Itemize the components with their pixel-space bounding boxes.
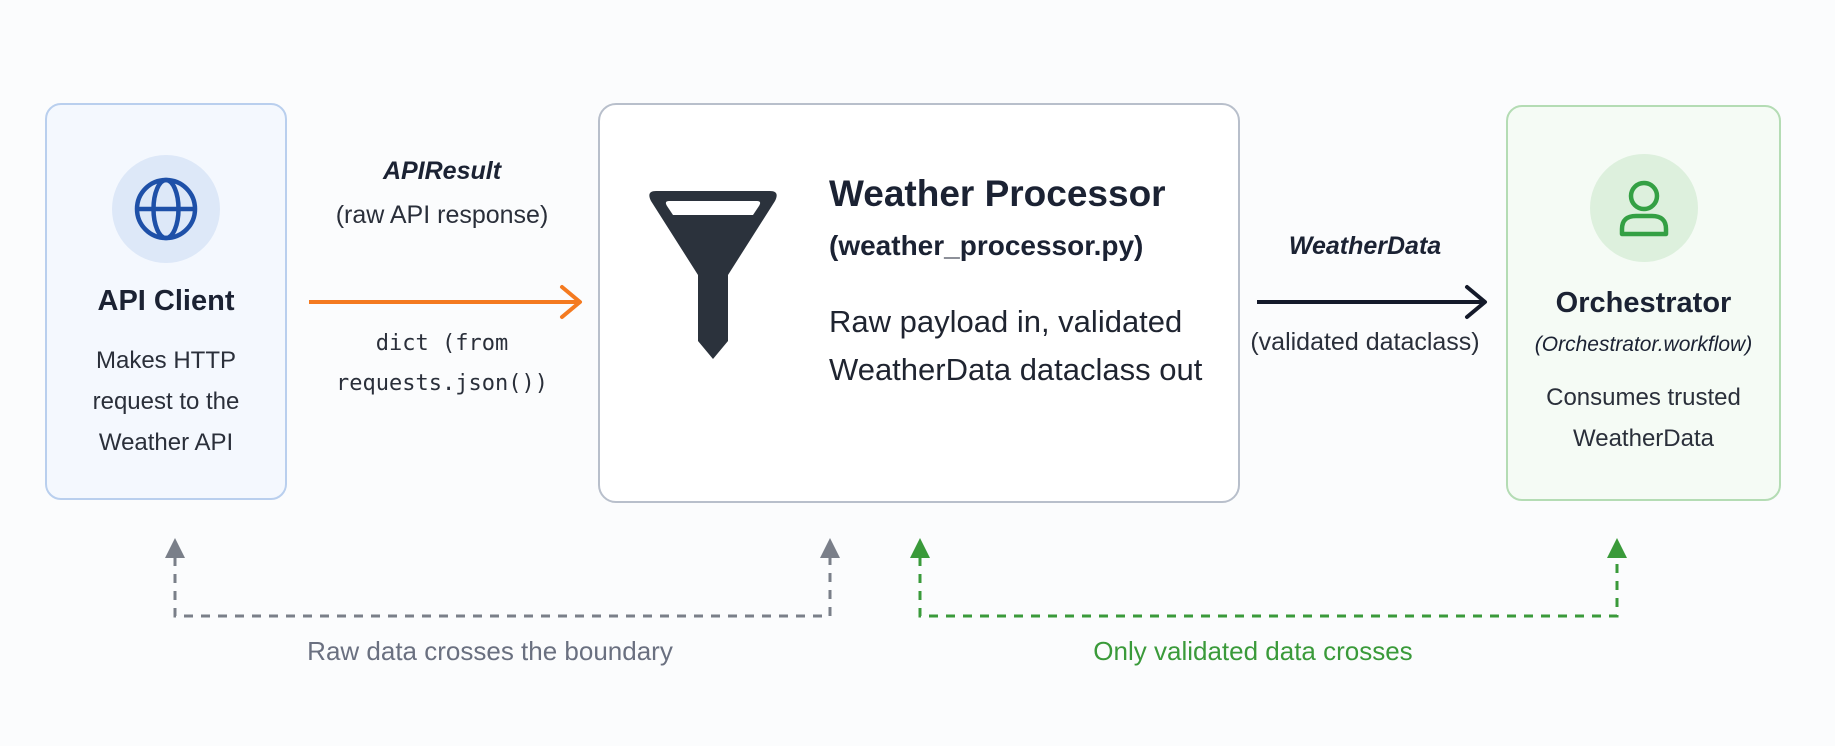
- edge-api-to-processor-code: dict (from requests.json()): [336, 331, 548, 396]
- user-icon: [1619, 180, 1669, 237]
- edge-processor-to-orchestrator-arrowhead: [1465, 285, 1487, 319]
- validated-boundary-arrowhead-left: [910, 538, 930, 558]
- edge-api-to-processor-description: (raw API response): [335, 201, 549, 229]
- api-client-title: API Client: [97, 285, 235, 317]
- edge-api-to-processor-arrowhead: [560, 285, 582, 319]
- orchestrator-icon-circle: [1590, 154, 1698, 262]
- api-client-node: API Client Makes HTTP request to the Wea…: [45, 103, 287, 500]
- weather-processor-description: Raw payload in, validated WeatherData da…: [829, 304, 1203, 387]
- validated-boundary-label: Only validated data crosses: [1093, 636, 1413, 666]
- orchestrator-subtitle: (Orchestrator.workflow): [1534, 333, 1753, 356]
- edge-api-to-processor-type: APIResult: [382, 157, 502, 185]
- api-client-description: Makes HTTP request to the Weather API: [92, 347, 240, 456]
- raw-boundary-arrowhead-right: [820, 538, 840, 558]
- orchestrator-description: Consumes trusted WeatherData: [1546, 384, 1741, 452]
- edge-processor-to-orchestrator-description: (validated dataclass): [1250, 328, 1480, 356]
- funnel-icon: [649, 191, 777, 359]
- weather-processor-filename: (weather_processor.py): [829, 230, 1144, 261]
- raw-boundary-bracket: [173, 557, 832, 618]
- validated-boundary-bracket: [918, 557, 1619, 618]
- validated-boundary-arrowhead-right: [1607, 538, 1627, 558]
- raw-boundary-arrowhead-left: [165, 538, 185, 558]
- orchestrator-title: Orchestrator: [1555, 287, 1732, 319]
- api-client-icon-circle: [112, 155, 220, 263]
- raw-boundary-label: Raw data crosses the boundary: [307, 636, 673, 666]
- weather-processor-node: Weather Processor (weather_processor.py)…: [598, 103, 1240, 503]
- orchestrator-node: Orchestrator (Orchestrator.workflow) Con…: [1506, 105, 1781, 501]
- globe-icon: [134, 177, 198, 241]
- weather-processor-title: Weather Processor: [829, 173, 1166, 214]
- edge-processor-to-orchestrator-type: WeatherData: [1288, 232, 1442, 260]
